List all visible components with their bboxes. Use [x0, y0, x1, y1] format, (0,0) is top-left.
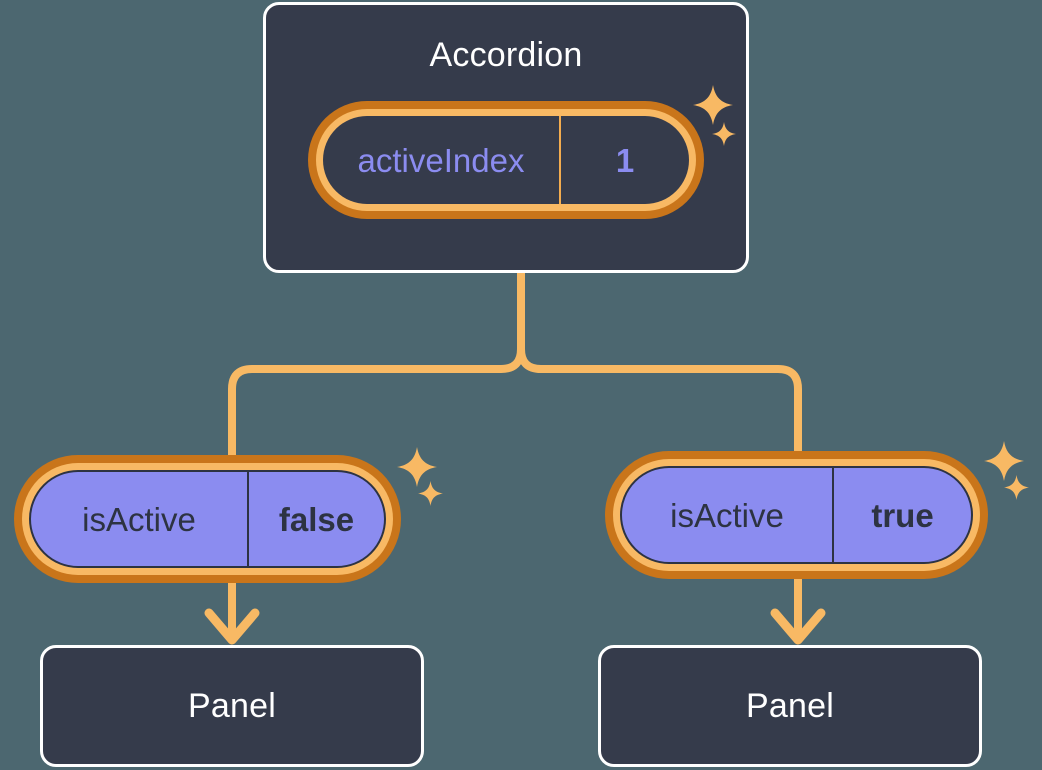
- sparkle-icon-small-left: [417, 480, 444, 507]
- prop-pill-isactive-false[interactable]: isActive false: [14, 455, 401, 583]
- arrow-down-icon-left: [204, 608, 260, 645]
- sparkle-icon-large-left: [396, 446, 438, 488]
- component-box-panel-right[interactable]: Panel: [598, 645, 982, 767]
- sparkle-icon-large-right: [983, 440, 1025, 482]
- prop-value-isactive-left: false: [278, 500, 355, 538]
- state-value-activeindex: 1: [615, 141, 635, 179]
- prop-value-isactive-right: true: [871, 496, 934, 534]
- pill-body: isActive true: [620, 466, 973, 564]
- prop-key-isactive-left: isActive: [82, 500, 196, 538]
- component-title-panel-left: Panel: [188, 687, 276, 725]
- prop-key-isactive-right: isActive: [670, 496, 784, 534]
- pill-body: isActive false: [29, 470, 386, 568]
- component-box-panel-left[interactable]: Panel: [40, 645, 424, 767]
- prop-pill-isactive-true[interactable]: isActive true: [605, 451, 988, 579]
- arrow-down-icon-right: [770, 608, 826, 645]
- pill-divider: [247, 472, 249, 566]
- state-key-activeindex: activeIndex: [323, 116, 561, 204]
- pill-ring-inner: isActive false: [22, 463, 393, 575]
- pill-body: activeIndex 1: [323, 116, 689, 204]
- pill-divider: [832, 468, 834, 562]
- state-pill-activeindex[interactable]: activeIndex 1: [308, 101, 704, 219]
- component-title-panel-right: Panel: [746, 687, 834, 725]
- sparkle-icon-small-right: [1003, 474, 1030, 501]
- connector-right-branch: [517, 345, 802, 455]
- connector-left-branch: [228, 345, 525, 459]
- component-title-accordion: Accordion: [429, 36, 583, 74]
- pill-ring-inner: isActive true: [613, 459, 980, 571]
- pill-ring-inner: activeIndex 1: [316, 109, 696, 211]
